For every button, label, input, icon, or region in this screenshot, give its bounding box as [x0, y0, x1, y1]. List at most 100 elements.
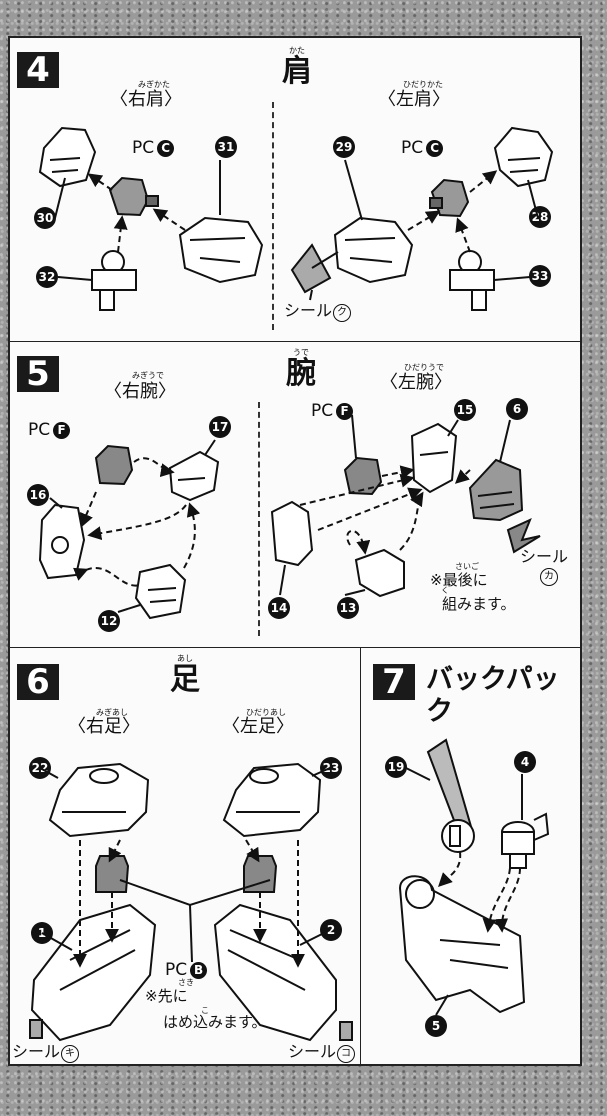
right-arm-label: 〈右腕〉	[104, 381, 176, 402]
right-shoulder-label: 〈右肩〉	[110, 89, 182, 110]
pc-part-mark: C	[157, 140, 175, 157]
section-title-arm: 腕	[286, 356, 316, 391]
part-number: 19	[385, 756, 407, 778]
seal-sticker-icon	[506, 518, 541, 554]
seal-mark: カ	[540, 568, 558, 586]
seal-mark: ク	[333, 304, 352, 322]
pc-joint-icon	[95, 855, 130, 893]
divider-6-7	[360, 648, 361, 1066]
right-shoulder-ruby: みぎかた	[138, 80, 170, 89]
part-number: 14	[268, 597, 290, 619]
title-ruby: うで	[293, 348, 309, 357]
seal-sticker-icon	[29, 1019, 43, 1039]
right-arm-ruby: みぎうで	[132, 371, 164, 380]
step-number-7: 7	[373, 664, 415, 700]
part-number: 15	[454, 399, 476, 421]
shoulder-cap-part-icon	[493, 126, 554, 188]
foot-part-icon	[30, 903, 157, 1042]
upper-arm-part-icon	[168, 450, 220, 502]
part-number: 33	[529, 265, 551, 287]
left-shoulder-ruby: ひだりかた	[403, 80, 443, 89]
knee-armor-part-icon	[222, 762, 322, 838]
seal-label-ku: シールク	[284, 302, 352, 322]
part-number: 23	[320, 757, 342, 779]
pc-joint-icon	[429, 178, 470, 218]
shoulder-armor-part-icon	[178, 216, 264, 284]
pc-joint-icon	[108, 176, 159, 217]
part-number: 29	[333, 136, 355, 158]
seal-label-ki: シールキ	[12, 1043, 80, 1063]
left-leg-ruby: ひだりあし	[246, 708, 286, 717]
pc-joint-icon	[343, 456, 383, 496]
instruction-sheet	[8, 36, 582, 1066]
pc-part-mark: F	[336, 403, 354, 420]
part-number: 31	[215, 136, 237, 158]
backpack-body-part-icon	[398, 875, 526, 1014]
note-ruby: こ	[201, 1006, 209, 1015]
pc-part-mark: B	[190, 962, 208, 979]
shoulder-armor-part-icon	[333, 216, 414, 284]
part-number: 32	[36, 266, 58, 288]
section-title-backpack: バックパック	[426, 664, 560, 727]
hand-part-icon	[354, 548, 405, 598]
left-shoulder-label: 〈左肩〉	[378, 89, 450, 110]
part-number: 4	[514, 751, 536, 773]
ball-joint-part-icon	[449, 250, 495, 311]
title-ruby: あし	[177, 654, 193, 663]
step-number-4: 4	[17, 52, 59, 88]
step-number-5: 5	[17, 356, 59, 392]
part-number: 13	[337, 597, 359, 619]
left-leg-label: 〈左足〉	[222, 716, 294, 737]
seal-sticker-icon	[290, 243, 332, 294]
beam-saber-part-icon	[426, 738, 475, 853]
divider-5-6	[8, 647, 582, 648]
section-title-leg: 足	[170, 662, 200, 697]
leg-note-line1: ※先に	[145, 987, 188, 1005]
seal-mark: キ	[61, 1045, 80, 1063]
note-ruby: さき	[178, 978, 194, 987]
note-ruby: く	[441, 586, 449, 595]
foot-part-icon	[213, 903, 337, 1042]
dash-divider-shoulder	[272, 102, 274, 330]
shoulder-cap-part-icon	[38, 126, 97, 188]
arm-note-line1: ※最後に	[430, 571, 488, 589]
right-leg-label: 〈右足〉	[68, 716, 140, 737]
part-number: 12	[98, 610, 120, 632]
part-number: 30	[34, 207, 56, 229]
elbow-part-icon	[270, 500, 314, 567]
seal-label-ko: シールコ	[288, 1043, 356, 1063]
left-arm-label: 〈左腕〉	[380, 372, 452, 393]
forearm-armor-part-icon	[468, 458, 524, 522]
part-number: 16	[27, 484, 49, 506]
knee-armor-part-icon	[48, 762, 150, 838]
seal-mark: コ	[337, 1045, 356, 1063]
right-leg-ruby: みぎあし	[96, 708, 128, 717]
arm-note-line2: 組みます。	[442, 595, 516, 613]
pc-part-mark: F	[53, 422, 71, 439]
part-number: 5	[425, 1015, 447, 1037]
note-ruby: さいご	[455, 562, 479, 571]
elbow-part-icon	[38, 503, 86, 580]
section-title-shoulder: 肩	[282, 54, 312, 89]
title-ruby: かた	[289, 46, 305, 55]
dash-divider-arm	[258, 402, 260, 636]
part-number: 2	[320, 919, 342, 941]
part-number: 6	[506, 398, 528, 420]
pc-joint-icon	[94, 444, 134, 486]
left-arm-ruby: ひだりうで	[404, 363, 444, 372]
seal-sticker-icon	[339, 1021, 353, 1041]
pc-part-mark: C	[426, 140, 444, 157]
leg-note-line2: はめ込みます。	[163, 1013, 267, 1031]
step-number-6: 6	[17, 664, 59, 700]
ball-joint-part-icon	[91, 250, 137, 311]
thruster-part-icon	[501, 812, 550, 869]
divider-4-5	[8, 341, 582, 342]
hand-part-icon	[134, 563, 187, 620]
part-number: 17	[209, 416, 231, 438]
